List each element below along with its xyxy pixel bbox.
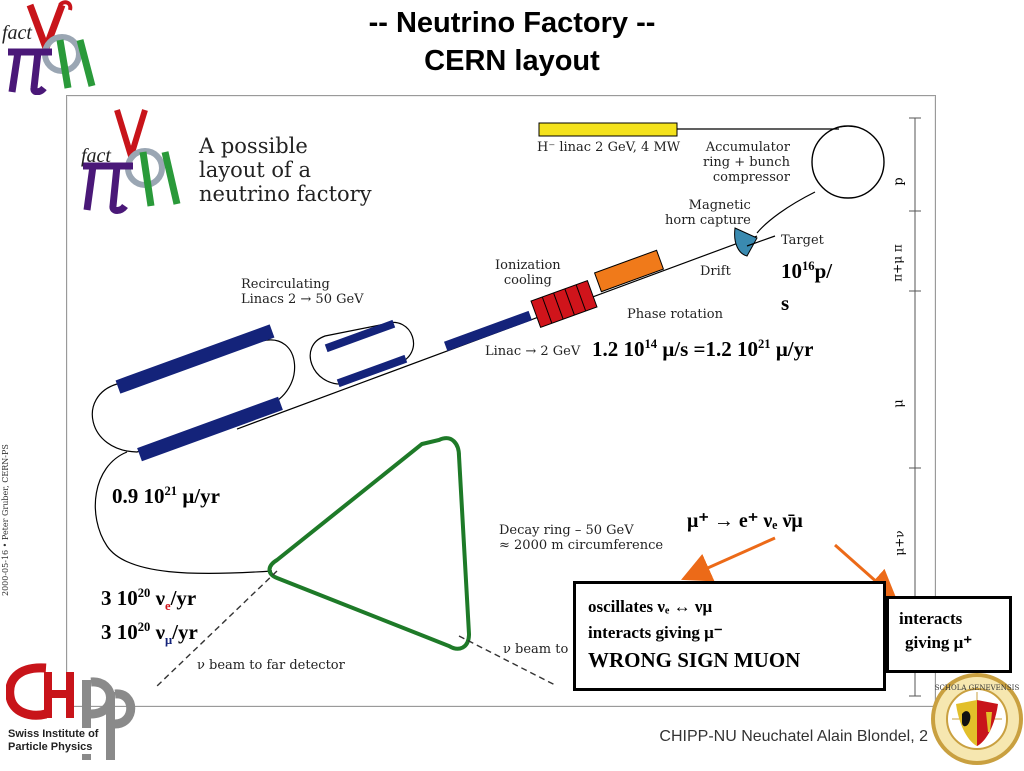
page-title: -- Neutrino Factory -- CERN layout: [0, 4, 1024, 80]
wrong-sign-line-3: WRONG SIGN MUON: [588, 648, 801, 672]
layout-diagram-graphic: [91, 117, 921, 697]
target-rate-exp: 16: [802, 259, 815, 273]
wrong-sign-box: oscillates νₑ ↔ νμ interacts giving μ⁻ W…: [573, 581, 886, 691]
nue-sub: e: [164, 599, 171, 614]
label-recirc-line-2: Linacs 2 → 50 GeV: [241, 292, 364, 307]
footer-text: CHIPP-NU Neuchatel Alain Blondel, 2: [659, 728, 928, 745]
factory-logo-text: fact: [2, 22, 32, 44]
mu-rate-unit: μ/yr: [770, 337, 814, 361]
right-sign-line-1: interacts: [899, 609, 963, 628]
label-magnetic-line-1: Magnetic: [688, 198, 751, 213]
geneva-seal: SCHOLA GENEVENSIS: [930, 672, 1024, 766]
title-line-1: -- Neutrino Factory --: [368, 7, 656, 39]
decay-equation: μ⁺ → e⁺ νₑ ν̄μ: [687, 510, 803, 532]
mu-rate: 1.2 1014 μ/s =1.2 1021 μ/yr: [592, 337, 813, 362]
label-magnetic-horn: Magnetic horn capture: [665, 198, 751, 228]
mu-rate-base: 1.2 10: [592, 337, 645, 361]
label-magnetic-line-2: horn capture: [665, 213, 751, 228]
diagram-heading-line-1: A possible: [199, 134, 308, 158]
nu-e-rate: 3 1020 νe/yr: [101, 586, 197, 614]
h-linac-bar: [538, 122, 678, 137]
nue-rate-base: 3 10: [101, 586, 138, 610]
chipp-logo: Swiss Institute of Particle Physics: [5, 662, 136, 762]
label-recirculating: Recirculating Linacs 2 → 50 GeV: [241, 277, 364, 307]
mu-rate-exp2: 21: [757, 337, 771, 351]
label-h-linac: H⁻ linac 2 GeV, 4 MW: [537, 140, 681, 155]
numu-rate-unit: /yr: [172, 620, 198, 644]
factory-logo-graphic: [8, 0, 96, 96]
label-target: Target: [781, 233, 824, 248]
label-accumulator-line-1: Accumulator: [705, 140, 790, 155]
wrong-sign-line-1: oscillates νₑ ↔ νμ: [588, 597, 713, 616]
label-accumulator-line-2: ring + bunch: [703, 155, 790, 170]
label-accumulator-line-3: compressor: [712, 170, 790, 185]
diagram-logo-text: fact: [81, 145, 111, 167]
target-rate: 1016p/ s: [781, 250, 832, 319]
right-sign-line-2: giving μ⁺: [905, 633, 973, 652]
target-rate-s: s: [781, 291, 790, 315]
diagram-heading-line-2: layout of a: [199, 158, 311, 182]
decay-ring: [267, 436, 472, 651]
chipp-line-2: Particle Physics: [8, 741, 93, 753]
factory-logo: fact: [0, 0, 110, 96]
label-ionization: Ionization cooling: [495, 258, 561, 288]
label-drift: Drift: [700, 264, 731, 279]
label-ionization-line-2: cooling: [503, 273, 552, 288]
numu-rate-exp: 20: [137, 620, 151, 634]
wrong-sign-line-2: interacts giving μ⁻: [588, 623, 723, 642]
right-sign-box: interacts giving μ⁺: [886, 596, 1012, 673]
label-recirc-line-1: Recirculating: [241, 277, 330, 292]
label-ionization-line-1: Ionization: [495, 258, 561, 273]
chipp-logo-graphic: [5, 663, 136, 760]
linac-2gev-bar: [444, 310, 532, 352]
numu-rate-base: 3 10: [101, 620, 138, 644]
diagram-heading: A possible layout of a neutrino factory: [199, 134, 372, 206]
nue-rate-exp: 20: [137, 586, 151, 600]
horn-capture: [734, 227, 758, 257]
nue-rate-unit: /yr: [170, 586, 197, 610]
target-rate-unit: p/: [814, 259, 833, 283]
mu-rate-exp: 14: [644, 337, 658, 351]
label-linac-2gev: Linac → 2 GeV: [485, 344, 581, 359]
label-nu-beam-to: ν beam to: [503, 642, 569, 657]
chipp-line-1: Swiss Institute of: [8, 728, 99, 740]
recirc-rate: 0.9 1021 μ/yr: [112, 484, 220, 509]
label-nu-beam-far: ν beam to far detector: [197, 658, 345, 673]
label-decay-line-2: ≈ 2000 m circumference: [499, 538, 664, 553]
mu-rate-mid: μ/s =1.2 10: [657, 337, 758, 361]
label-accumulator: Accumulator ring + bunch compressor: [703, 140, 790, 185]
phase-rotation-bar: [593, 249, 665, 293]
diagram-logo: fact: [81, 109, 181, 214]
target-rate-base: 10: [781, 259, 802, 283]
seal-text: SCHOLA GENEVENSIS: [935, 684, 1020, 692]
accumulator-ring: [811, 125, 885, 199]
title-line-2: CERN layout: [424, 45, 600, 77]
label-decay-ring: Decay ring – 50 GeV ≈ 2000 m circumferen…: [499, 523, 663, 553]
ionization-cooling: [530, 279, 598, 329]
geneva-seal-graphic: SCHOLA GENEVENSIS: [931, 673, 1023, 765]
numu-sub: μ: [164, 633, 173, 648]
recirc-rate-exp: 21: [164, 484, 178, 498]
chipp-logo-text: Swiss Institute of Particle Physics: [8, 728, 99, 754]
nu-mu-rate: 3 1020 νμ/yr: [101, 620, 198, 648]
label-phase-rotation: Phase rotation: [627, 307, 723, 322]
arrow-to-wrong-sign: [681, 536, 776, 582]
recirc-rate-base: 0.9 10: [112, 484, 165, 508]
label-decay-line-1: Decay ring – 50 GeV: [499, 523, 634, 538]
diagram-heading-line-3: neutrino factory: [199, 182, 372, 206]
recirc-rate-unit: μ/yr: [177, 484, 220, 508]
